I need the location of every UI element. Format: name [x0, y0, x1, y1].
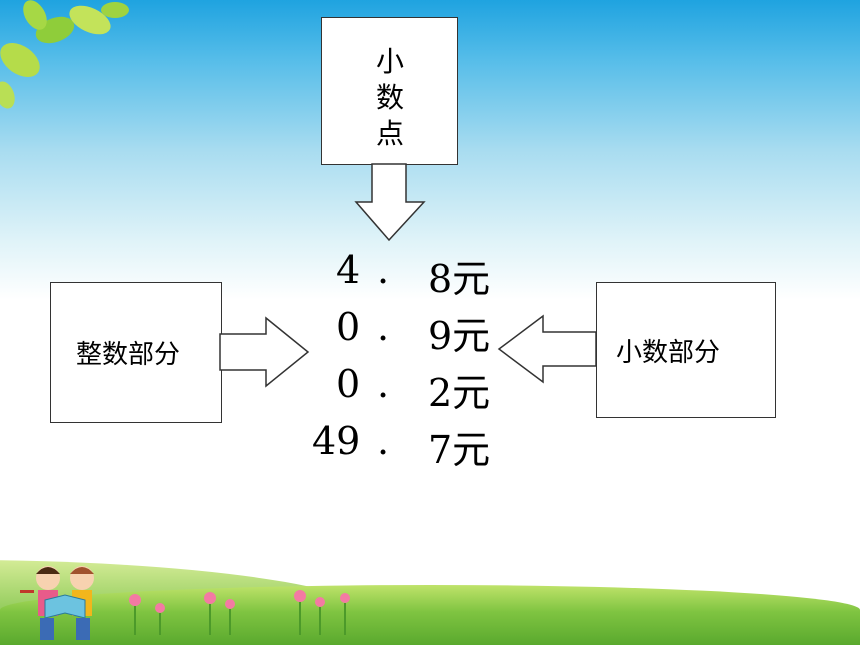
right-arrow-icon [219, 316, 310, 388]
row-integer: 0 [336, 305, 361, 349]
decimal-point-box [321, 17, 458, 165]
row-dot: . [377, 305, 390, 349]
row-dot: . [377, 362, 390, 406]
integer-part-box [50, 282, 222, 423]
decimal-point-char-1: 小 [375, 45, 404, 78]
decimal-part-label: 小数部分 [616, 338, 721, 368]
row-decimal: 9元 [428, 314, 491, 358]
row-integer: 4 [336, 248, 361, 292]
row-dot: . [377, 419, 390, 463]
kids-reading-icon [20, 566, 94, 640]
row-integer: 0 [336, 362, 361, 406]
decimal-part-box [596, 282, 776, 418]
row-decimal: 7元 [428, 428, 491, 472]
down-arrow-icon [354, 163, 426, 242]
leaf-decoration-icon [0, 0, 129, 109]
decimal-point-char-2: 数 [375, 81, 404, 114]
grass-ground [0, 585, 860, 645]
row-integer: 49 [312, 419, 361, 463]
decimal-point-label: 小 数 点 [370, 44, 410, 152]
flower-decoration-icon [129, 590, 350, 635]
decimal-point-char-3: 点 [375, 117, 404, 150]
row-decimal: 8元 [428, 257, 491, 301]
left-arrow-icon [497, 314, 597, 384]
integer-part-label: 整数部分 [76, 340, 181, 370]
row-dot: . [377, 248, 390, 292]
row-decimal: 2元 [428, 371, 491, 415]
